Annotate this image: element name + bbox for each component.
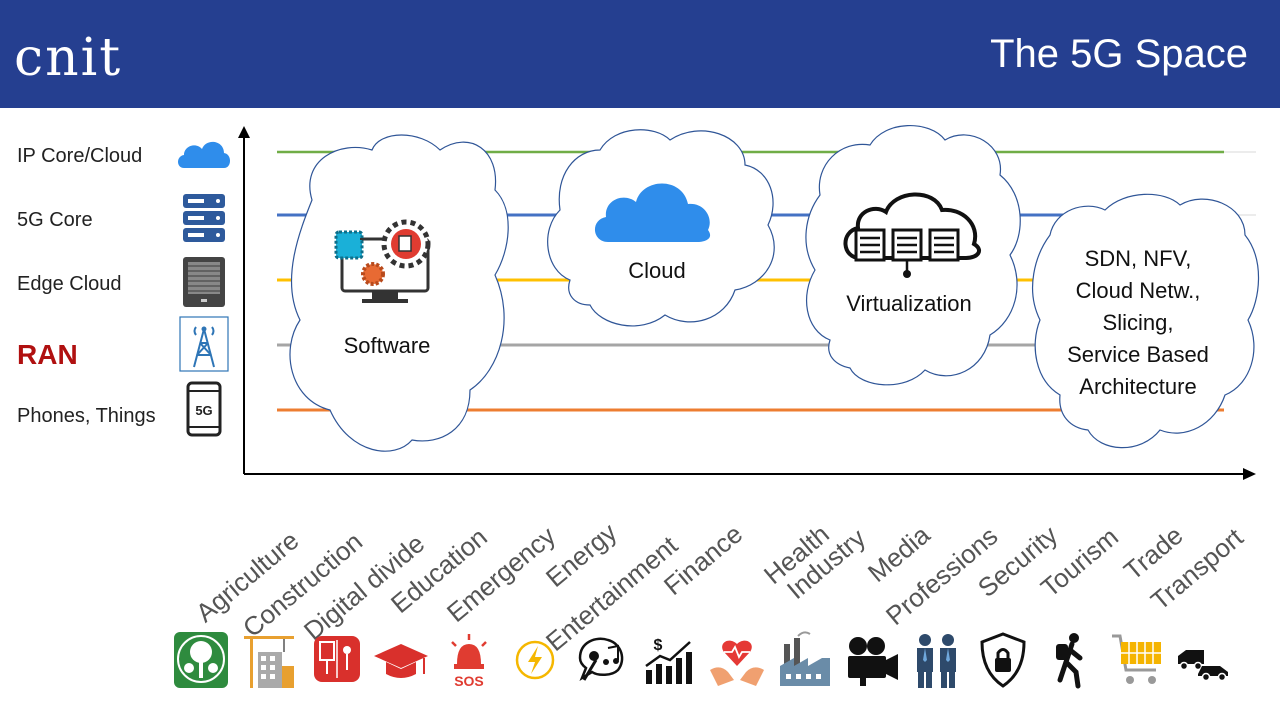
layer-label-ip-core: IP Core/Cloud: [17, 145, 143, 167]
software-cloud: [289, 134, 509, 452]
sos-alarm-icon: SOS: [451, 634, 487, 689]
sdn-line-3: Slicing,: [1102, 310, 1174, 335]
cloud-icon: [594, 183, 711, 242]
lightning-icon: [515, 640, 555, 680]
header-bar: cnit The 5G Space: [0, 0, 1280, 108]
cloud-cloud-label: Cloud: [628, 258, 686, 283]
svg-text:SOS: SOS: [454, 673, 484, 689]
dollar-chart-icon: $: [645, 637, 692, 684]
microphone-music-icon: [578, 637, 624, 681]
business-people-icon: [917, 634, 956, 688]
software-cloud-label: Software: [343, 333, 431, 358]
vehicles-icon: [1178, 650, 1228, 682]
graduation-cap-icon: [374, 644, 428, 678]
sdn-line-5: Architecture: [1079, 374, 1197, 399]
sdn-cloud-text: SDN, NFV, Cloud Netw., Slicing, Service …: [1048, 243, 1228, 403]
layer-label-5g-core: 5G Core: [17, 209, 93, 231]
software-gears-icon: [334, 219, 431, 303]
svg-text:$: $: [654, 637, 663, 654]
antenna-tower-icon: [179, 316, 229, 372]
factory-icon: [780, 631, 830, 686]
crane-building-icon: [244, 636, 294, 688]
shopping-cart-icon: [1112, 634, 1161, 684]
sdn-cloud: [1032, 193, 1260, 449]
sdn-line-4: Service Based: [1067, 342, 1209, 367]
virtualization-cloud-label: Virtualization: [846, 291, 972, 316]
cnit-logo: cnit: [14, 28, 123, 88]
sdn-line-2: Cloud Netw.,: [1075, 278, 1201, 303]
sdn-line-1: SDN, NFV,: [1084, 246, 1192, 271]
hiker-icon: [1056, 633, 1083, 689]
cloud-servers-icon: [843, 192, 982, 278]
digital-divide-icon: [314, 636, 360, 682]
layer-label-edge-cloud: Edge Cloud: [17, 273, 122, 295]
x-axis: [244, 468, 1256, 480]
layer-label-phones: Phones, Things: [17, 405, 156, 427]
layer-label-ran: RAN: [17, 339, 78, 370]
edge-server-icon: [183, 257, 225, 307]
y-axis: [238, 126, 250, 474]
cloud-icon: [178, 141, 230, 168]
tree-icon: [174, 632, 228, 688]
svg-text:5G: 5G: [195, 403, 212, 418]
video-camera-icon: [848, 637, 898, 686]
server-rack-icon: [183, 194, 225, 242]
heart-hands-icon: [710, 640, 764, 686]
shield-lock-icon: [980, 632, 1026, 688]
page-title: The 5G Space: [990, 32, 1248, 76]
5g-phone-icon: 5G: [186, 381, 222, 437]
